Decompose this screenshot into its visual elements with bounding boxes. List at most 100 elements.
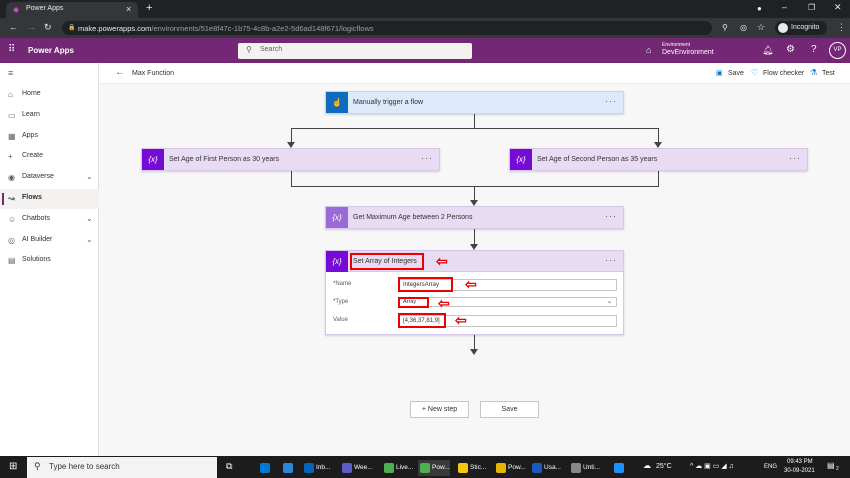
- set-age-first-card[interactable]: {x} Set Age of First Person as 30 years …: [141, 148, 440, 171]
- weather-temp[interactable]: 25°C: [656, 463, 672, 470]
- search-placeholder: Search: [260, 46, 283, 53]
- sidebar-item-home[interactable]: ⌂Home: [0, 85, 99, 105]
- type-value: Array: [403, 299, 417, 305]
- connector: [474, 335, 475, 349]
- sidebar-item-ai-builder[interactable]: ◎AI Builder⌄: [0, 231, 99, 251]
- sidebar-item-chatbots[interactable]: ☺Chatbots⌄: [0, 210, 99, 230]
- taskbar-app[interactable]: Pow...: [418, 460, 450, 476]
- taskbar-app[interactable]: Unti...: [569, 460, 600, 476]
- more-options-icon[interactable]: ···: [789, 153, 801, 163]
- save-flow-button[interactable]: Save: [480, 401, 539, 418]
- taskbar-app[interactable]: Usa...: [530, 460, 561, 476]
- app-name[interactable]: Power Apps: [28, 46, 74, 55]
- more-options-icon[interactable]: ···: [605, 255, 617, 265]
- sidebar-item-solutions[interactable]: ▤Solutions: [0, 251, 99, 271]
- sidebar-item-label: Dataverse: [22, 173, 54, 181]
- minimize-button[interactable]: –: [782, 2, 788, 12]
- chatbots-icon: ☺: [8, 214, 17, 224]
- clock-time[interactable]: 09:43 PM: [787, 459, 813, 465]
- taskbar-search-input[interactable]: ⚲ Type here to search: [27, 457, 217, 478]
- get-max-age-card[interactable]: {x} Get Maximum Age between 2 Persons ··…: [325, 206, 624, 229]
- browser-menu-icon[interactable]: ⋮: [837, 22, 846, 32]
- flow-checker-button[interactable]: Flow checker: [763, 70, 805, 77]
- taskbar-app[interactable]: Stic...: [456, 460, 486, 476]
- edge-app-icon[interactable]: [258, 460, 272, 476]
- trigger-card[interactable]: ☝ Manually trigger a flow ···: [325, 91, 624, 114]
- sidebar-item-label: Chatbots: [22, 214, 51, 222]
- save-button[interactable]: Save: [728, 70, 744, 77]
- sidebar-item-dataverse[interactable]: ◉Dataverse⌄: [0, 168, 99, 188]
- sidebar-item-flows[interactable]: ↝Flows: [0, 189, 99, 209]
- tab-title: Power Apps: [26, 5, 64, 12]
- set-array-header[interactable]: {x} Set Array of Integers ···: [325, 250, 624, 272]
- arrow-icon: [470, 244, 478, 250]
- help-icon[interactable]: ?: [811, 44, 817, 55]
- sidebar-item-apps[interactable]: ▦ Apps: [0, 127, 99, 147]
- forward-icon[interactable]: →: [27, 22, 36, 32]
- close-window-button[interactable]: ✕: [834, 2, 842, 12]
- lock-icon: 🔒: [68, 25, 76, 31]
- environment-icon: ⌂: [646, 45, 652, 55]
- help-app-icon[interactable]: [612, 460, 626, 476]
- windows-start-icon[interactable]: ⊞: [9, 461, 18, 472]
- sidebar-item-create[interactable]: +Create: [0, 147, 99, 167]
- type-dropdown[interactable]: Array⌄: [398, 297, 617, 307]
- arrow-icon: [470, 200, 478, 206]
- sidebar-item-label: Flows: [22, 194, 42, 201]
- notification-center-icon[interactable]: ▤: [827, 461, 835, 470]
- back-icon[interactable]: ←: [9, 22, 18, 32]
- maximize-button[interactable]: ❐: [808, 3, 816, 12]
- more-options-icon[interactable]: ···: [605, 96, 617, 106]
- star-icon[interactable]: ☆: [757, 22, 766, 32]
- test-button[interactable]: Test: [822, 70, 835, 77]
- red-arrow-icon: ⇦: [455, 312, 467, 328]
- connector: [291, 128, 292, 142]
- more-options-icon[interactable]: ···: [605, 211, 617, 221]
- tray-icons[interactable]: ^ ☁ ▣ ▭ ◢ ♫: [690, 463, 734, 470]
- profile-label: Incognito: [791, 24, 820, 31]
- settings-icon[interactable]: ⚙: [786, 44, 795, 55]
- red-arrow-icon: ⇦: [436, 253, 448, 269]
- save-icon: ▣: [716, 70, 723, 77]
- taskbar-app[interactable]: Wee...: [340, 460, 373, 476]
- apps-icon: ▦: [8, 131, 16, 141]
- close-tab-icon[interactable]: ×: [126, 4, 132, 14]
- people-app-icon[interactable]: [281, 460, 295, 476]
- variable-icon: {x}: [326, 251, 348, 272]
- command-bar: ← Max Function ▣ Save ♡ Flow checker ⚗ T…: [99, 63, 850, 84]
- taskbar-app[interactable]: Pow...: [494, 460, 526, 476]
- ai-builder-icon: ◎: [8, 235, 15, 245]
- environment-name[interactable]: DevEnvironment: [662, 49, 714, 56]
- weather-icon: ☁: [643, 461, 651, 470]
- task-view-icon[interactable]: ⧉: [226, 461, 233, 471]
- value-label: Value: [333, 317, 348, 323]
- sidebar-item-learn[interactable]: ▭Learn: [0, 106, 99, 126]
- new-step-button[interactable]: + New step: [410, 401, 469, 418]
- connector: [658, 128, 659, 142]
- browser-tab[interactable]: ◆ Power Apps ×: [6, 2, 138, 18]
- app-launcher-icon[interactable]: ⠿: [8, 44, 16, 55]
- taskbar-app[interactable]: Live...: [382, 460, 413, 476]
- avatar[interactable]: VP: [829, 42, 846, 59]
- tracking-icon[interactable]: ◎: [740, 23, 747, 32]
- url-path: /environments/51e8f47c-1b75-4c8b-a2e2-5d…: [151, 24, 374, 33]
- zoom-icon[interactable]: ⚲: [722, 23, 728, 32]
- create-icon: +: [8, 152, 13, 162]
- more-options-icon[interactable]: ···: [421, 153, 433, 163]
- url-field[interactable]: 🔒 make.powerapps.com/environments/51e8f4…: [62, 21, 712, 35]
- language-indicator[interactable]: ENG: [764, 464, 778, 470]
- incognito-badge[interactable]: Incognito: [775, 21, 827, 35]
- card-title: Get Maximum Age between 2 Persons: [353, 214, 473, 221]
- set-age-second-card[interactable]: {x} Set Age of Second Person as 35 years…: [509, 148, 808, 171]
- search-input[interactable]: ⚲ Search: [238, 43, 472, 59]
- solutions-icon: ▤: [8, 256, 16, 266]
- notification-icon[interactable]: 🔔︎: [762, 45, 774, 55]
- sidebar-item-label: Apps: [22, 131, 38, 139]
- taskbar-app[interactable]: Inb...: [302, 460, 330, 476]
- new-tab-button[interactable]: +: [146, 2, 153, 14]
- clock-date[interactable]: 30-09-2021: [784, 468, 815, 474]
- reload-icon[interactable]: ↻: [44, 22, 52, 32]
- back-arrow-icon[interactable]: ←: [115, 67, 125, 78]
- extension-icon[interactable]: ●: [757, 4, 762, 13]
- hamburger-icon[interactable]: ≡: [8, 68, 14, 78]
